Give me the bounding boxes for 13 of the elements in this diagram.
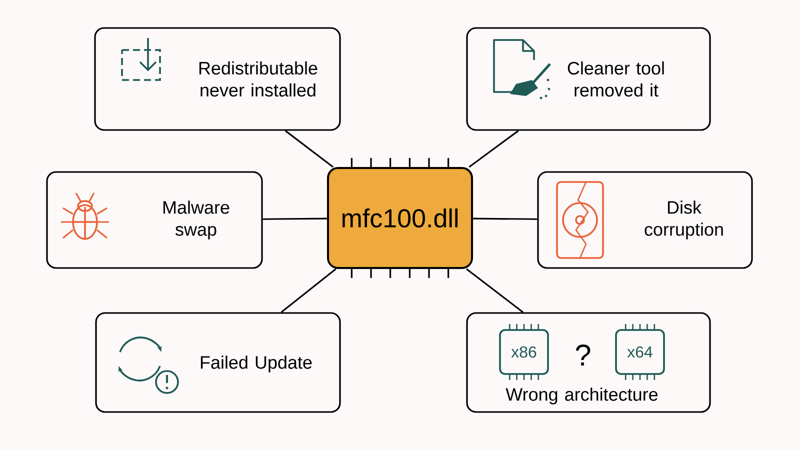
connector-line <box>262 218 328 220</box>
cause-box: Cleaner tool removed it <box>466 27 711 131</box>
connector-line <box>466 268 524 313</box>
cause-box: Failed Update <box>95 312 341 413</box>
chip-box: mfc100.dll <box>327 157 473 279</box>
connector-line <box>280 268 336 313</box>
question-mark: ? <box>576 344 590 366</box>
cause-box: Disk corruption <box>537 171 753 269</box>
cause-box: Redistributable never installed <box>94 27 341 131</box>
cause-box: Malware swap <box>46 171 263 269</box>
connector-line <box>468 130 519 168</box>
connector-line <box>473 218 538 220</box>
connector-line <box>284 130 334 168</box>
